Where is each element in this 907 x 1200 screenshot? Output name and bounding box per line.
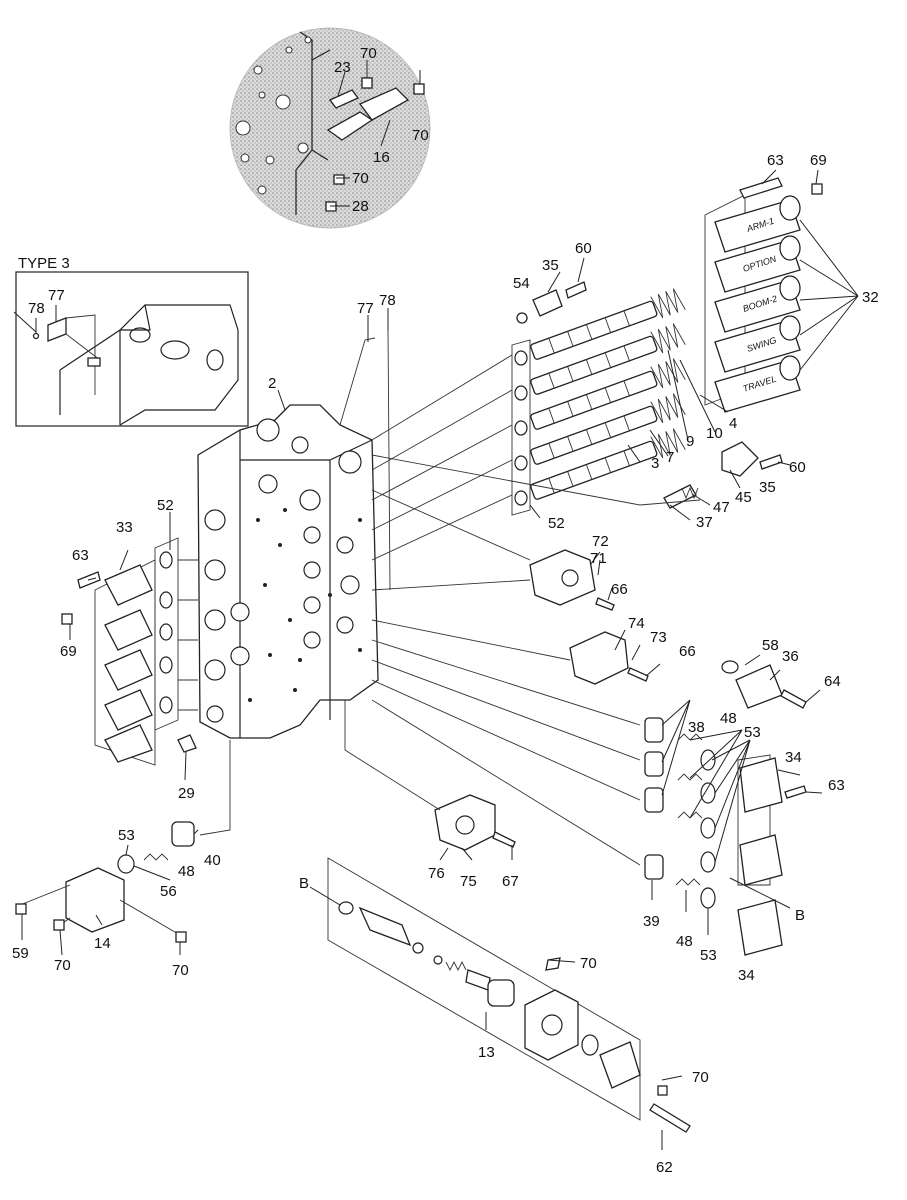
callout-label: 70 <box>54 957 71 974</box>
callout-label: 70 <box>360 45 377 62</box>
callout-label: 36 <box>782 648 799 665</box>
callout-label: 34 <box>785 749 802 766</box>
callout-label: 53 <box>744 724 761 741</box>
callout-label: 70 <box>352 170 369 187</box>
callout-label: 66 <box>679 643 696 660</box>
callout-label: 52 <box>157 497 174 514</box>
callout-label: 48 <box>720 710 737 727</box>
callout-label: 53 <box>700 947 717 964</box>
callout-label: 78 <box>28 300 45 317</box>
callout-label: 78 <box>379 292 396 309</box>
callout-label: 75 <box>460 873 477 890</box>
callout-label: 70 <box>412 127 429 144</box>
callout-label: 53 <box>118 827 135 844</box>
callout-label: 54 <box>513 275 530 292</box>
callout-label: 48 <box>178 863 195 880</box>
type3-inset: TYPE 3 78 77 <box>15 255 249 427</box>
callout-label: 70 <box>580 955 597 972</box>
callout-label: 47 <box>713 499 730 516</box>
callout-labels: 2 77 78 54 35 60 63 69 32 4 10 9 7 3 52 … <box>12 152 879 1176</box>
detail-view: 70 23 70 16 70 28 <box>229 27 431 229</box>
callout-label: 45 <box>735 489 752 506</box>
callout-label: 69 <box>60 643 77 660</box>
callout-label: 14 <box>94 935 111 952</box>
callout-label: 63 <box>828 777 845 794</box>
callout-label: 64 <box>824 673 841 690</box>
callout-label: 59 <box>12 945 29 962</box>
lower-left-parts <box>15 734 197 943</box>
callout-label: 33 <box>116 519 133 536</box>
callout-label: 70 <box>172 962 189 979</box>
callout-label: 39 <box>643 913 660 930</box>
callout-label: 63 <box>767 152 784 169</box>
callout-label: 67 <box>502 873 519 890</box>
callout-label: B <box>299 875 309 892</box>
callout-label: 29 <box>178 785 195 802</box>
callout-label: 70 <box>692 1069 709 1086</box>
callout-label: 76 <box>428 865 445 882</box>
inset-title: TYPE 3 <box>18 255 70 272</box>
callout-leaders <box>13 169 859 1150</box>
callout-label: 56 <box>160 883 177 900</box>
callout-label: 3 <box>651 455 659 472</box>
spools <box>511 288 686 516</box>
lower-center-flange <box>434 794 516 851</box>
callout-label: B <box>795 907 805 924</box>
callout-label: 28 <box>352 198 369 215</box>
callout-label: 13 <box>478 1044 495 1061</box>
callout-label: 77 <box>48 287 65 304</box>
detail-callouts: 70 23 70 16 70 28 <box>334 45 429 215</box>
callout-label: 40 <box>204 852 221 869</box>
main-valve-body <box>197 404 379 739</box>
callout-label: 38 <box>688 719 705 736</box>
callout-label: 23 <box>334 59 351 76</box>
callout-label: 37 <box>696 514 713 531</box>
callout-label: 2 <box>268 375 276 392</box>
callout-label: 62 <box>656 1159 673 1176</box>
callout-label: 71 <box>590 550 607 567</box>
callout-label: 4 <box>729 415 737 432</box>
left-covers <box>61 537 179 766</box>
callout-label: 34 <box>738 967 755 984</box>
callout-label: 52 <box>548 515 565 532</box>
right-parts <box>516 281 807 956</box>
solenoid-stack: ARM-1 OPTION BOOM-2 SWING TRAVEL <box>704 177 823 413</box>
callout-label: 7 <box>666 449 674 466</box>
callout-label: 74 <box>628 615 645 632</box>
callout-label: 66 <box>611 581 628 598</box>
callout-label: 35 <box>542 257 559 274</box>
callout-label: 77 <box>357 300 374 317</box>
callout-label: 9 <box>686 433 694 450</box>
callout-label: 60 <box>575 240 592 257</box>
callout-label: 72 <box>592 533 609 550</box>
callout-label: 69 <box>810 152 827 169</box>
callout-label: 16 <box>373 149 390 166</box>
kit-13 <box>327 857 691 1133</box>
callout-label: 48 <box>676 933 693 950</box>
callout-label: 63 <box>72 547 89 564</box>
callout-label: 60 <box>789 459 806 476</box>
callout-label: 32 <box>862 289 879 306</box>
callout-label: 58 <box>762 637 779 654</box>
callout-label: 73 <box>650 629 667 646</box>
callout-label: 35 <box>759 479 776 496</box>
callout-label: 10 <box>706 425 723 442</box>
assembly-leaders <box>178 329 701 866</box>
